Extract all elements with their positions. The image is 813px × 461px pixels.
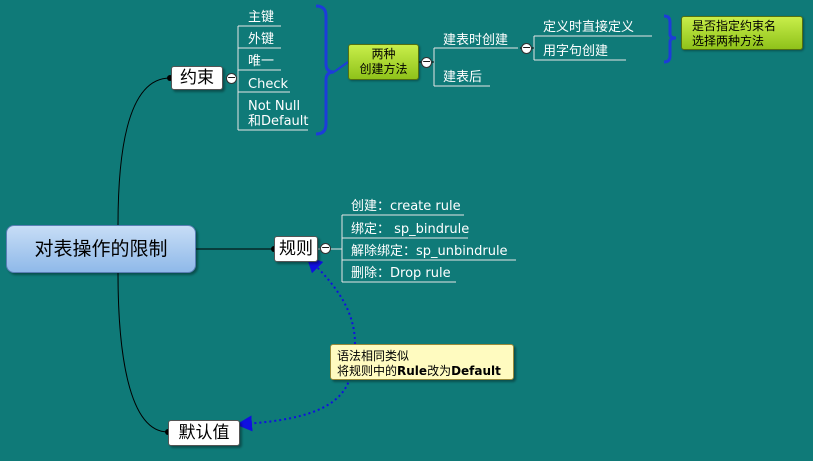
dotted-arrow-to-default — [236, 377, 351, 432]
link-brace-to-methods — [333, 61, 349, 73]
brace-methods — [663, 14, 677, 64]
leaf-create-rule[interactable]: 创建：create rule — [351, 199, 461, 214]
callout-line2: 将规则中的Rule改为Default — [337, 364, 507, 379]
note-line2: 选择两种方法 — [692, 34, 765, 48]
callout-line2-prefix: 将规则中的 — [337, 364, 398, 378]
topic-constraint[interactable]: 约束 — [171, 66, 223, 90]
leaf-check[interactable]: Check — [248, 77, 288, 92]
topic-rule[interactable]: 规则 — [274, 236, 318, 262]
collapse-toggle-methods[interactable]: − — [421, 55, 432, 68]
callout-bold-rule: Rule — [397, 364, 428, 378]
leaf-not-null[interactable]: Not Null — [248, 99, 301, 114]
leaf-unbind-rule[interactable]: 解除绑定：sp_unbindrule — [351, 244, 508, 259]
note-constraint-name[interactable]: 是否指定约束名 选择两种方法 — [681, 16, 803, 50]
leaf-drop-rule[interactable]: 删除：Drop rule — [351, 266, 451, 281]
leaf-unique[interactable]: 唯一 — [248, 54, 275, 69]
leaf-and-default[interactable]: 和Default — [248, 114, 309, 129]
callout-line1: 语法相同类似 — [337, 349, 410, 363]
leaf-after-table[interactable]: 建表后 — [443, 70, 483, 85]
central-topic[interactable]: 对表操作的限制 — [6, 225, 196, 273]
brace-constraints — [315, 4, 335, 136]
dotted-arrow-to-rule — [306, 256, 356, 345]
collapse-toggle-constraint[interactable]: − — [226, 71, 237, 84]
leaf-foreign-key[interactable]: 外键 — [248, 32, 275, 47]
callout-bold-default: Default — [451, 364, 501, 378]
leaf-bind-rule[interactable]: 绑定： sp_bindrule — [351, 222, 470, 237]
collapse-toggle-rule[interactable]: − — [320, 241, 331, 254]
link-central-constraint — [117, 77, 171, 226]
note-line1: 是否指定约束名 — [692, 19, 777, 33]
leaf-primary-key[interactable]: 主键 — [248, 10, 275, 25]
methods-box-line2: 创建方法 — [359, 62, 408, 76]
methods-box-line1: 两种 — [371, 47, 396, 61]
leaf-clause-create[interactable]: 用字句创建 — [543, 44, 609, 59]
leaf-define-directly[interactable]: 定义时直接定义 — [543, 20, 635, 35]
topic-two-methods[interactable]: 两种 创建方法 — [348, 44, 419, 80]
callout-syntax-note[interactable]: 语法相同类似 将规则中的Rule改为Default — [330, 344, 514, 380]
leaf-create-at-table[interactable]: 建表时创建 — [443, 33, 509, 48]
topic-default[interactable]: 默认值 — [168, 420, 240, 446]
collapse-toggle-method1[interactable]: − — [521, 41, 532, 54]
callout-line2-mid: 改为 — [427, 364, 452, 378]
link-central-default — [117, 272, 169, 433]
